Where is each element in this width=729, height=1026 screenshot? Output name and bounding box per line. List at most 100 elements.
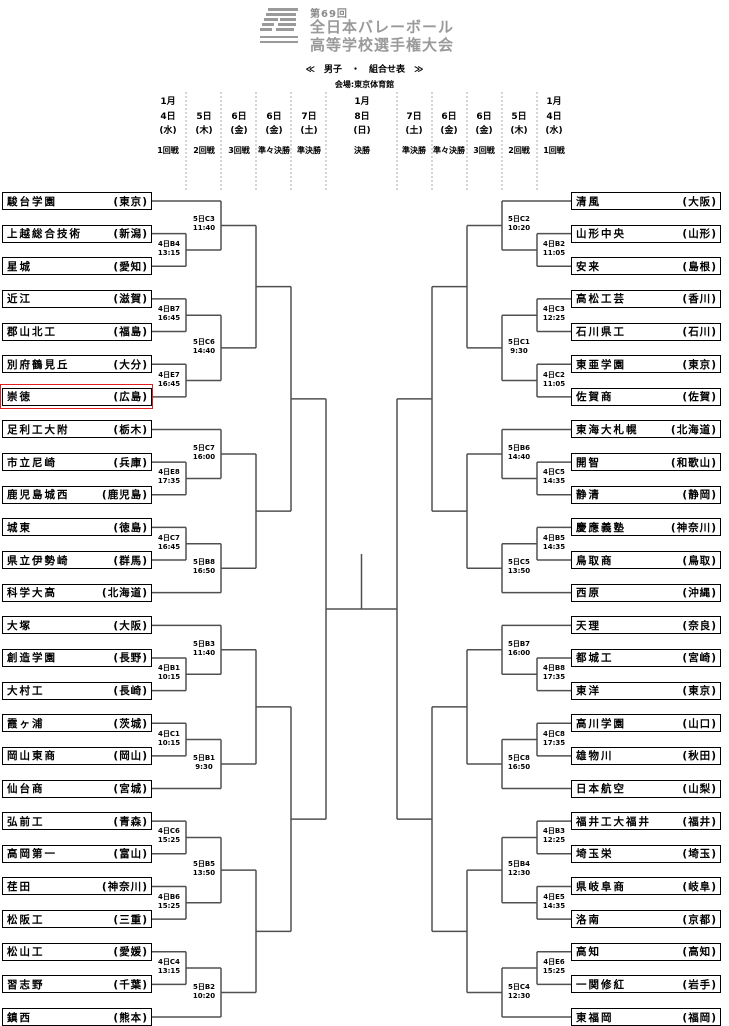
match-time: 10:15 (157, 738, 181, 747)
match-code: 4日C2 (543, 370, 565, 379)
team-entry: 東洋(東京) (571, 681, 721, 700)
match-time: 10:20 (192, 991, 216, 1000)
team-entry: 郡山北工(福島) (2, 322, 152, 341)
team-prefecture-wrap: (群馬) (113, 553, 148, 568)
team-name: 静清 (576, 489, 601, 502)
paren: ( (113, 750, 120, 763)
paren: ( (682, 815, 689, 828)
team-prefecture: 宮崎 (688, 652, 712, 665)
team-prefecture-wrap: (長崎) (113, 683, 148, 698)
match-code: 4日C5 (543, 468, 565, 477)
team-name: 郡山北工 (7, 326, 57, 339)
team-prefecture: 千葉 (119, 978, 143, 991)
paren: ( (682, 880, 689, 893)
match-time: 10:15 (157, 673, 181, 682)
team-prefecture-wrap: (石川) (682, 324, 717, 339)
team-entry: 松山工(愛媛) (2, 942, 152, 961)
team-prefecture: 大阪 (119, 619, 143, 632)
paren: ( (113, 423, 120, 436)
paren: ( (113, 978, 120, 991)
paren: ( (682, 946, 689, 959)
column-header: 5日(木)2回戦 (187, 95, 222, 191)
paren: ) (142, 685, 148, 698)
header-day: 6日 (441, 111, 457, 122)
team-prefecture-wrap: (宮崎) (682, 650, 717, 665)
team-name: 弘前工 (7, 815, 45, 828)
paren: ( (682, 652, 689, 665)
match-time: 16:00 (192, 452, 216, 461)
team-entry: 霞ヶ浦(茨城) (2, 714, 152, 733)
match-time: 11:05 (542, 248, 566, 257)
paren: ) (711, 717, 717, 730)
team-prefecture: 新潟 (119, 228, 143, 241)
header-round: 1回戦 (157, 145, 179, 155)
paren: ) (711, 554, 717, 567)
team-prefecture-wrap: (佐賀) (682, 389, 717, 404)
team-prefecture-wrap: (徳島) (113, 520, 148, 535)
team-prefecture: 兵庫 (119, 456, 143, 469)
team-entry: 東福岡(福岡) (571, 1008, 721, 1026)
match-code: 4日C3 (543, 305, 565, 314)
team-prefecture-wrap: (愛知) (113, 259, 148, 274)
team-prefecture: 群馬 (119, 554, 143, 567)
header-round: 準決勝 (297, 145, 321, 155)
match-time: 16:50 (192, 567, 216, 576)
header-weekday: (金) (475, 126, 493, 136)
team-name: 荏田 (7, 880, 32, 893)
team-prefecture-wrap: (山口) (682, 716, 717, 731)
header-round: 準々決勝 (258, 145, 290, 155)
paren: ( (101, 587, 108, 600)
team-prefecture: 長崎 (119, 685, 143, 698)
match-code: 4日C1 (158, 729, 180, 738)
team-name: 松阪工 (7, 913, 45, 926)
match-time: 15:25 (157, 901, 181, 910)
team-prefecture-wrap: (熊本) (113, 1010, 148, 1025)
team-entry: 洛南(京都) (571, 910, 721, 929)
paren: ) (711, 946, 717, 959)
team-prefecture: 青森 (119, 815, 143, 828)
header-month: 1月 (354, 97, 370, 107)
paren: ( (113, 391, 120, 404)
team-name: 安来 (576, 260, 601, 273)
team-prefecture: 鳥取 (688, 554, 712, 567)
team-name: 天理 (576, 619, 601, 632)
team-prefecture: 長野 (119, 652, 143, 665)
match-time: 11:40 (192, 224, 216, 233)
paren: ( (682, 619, 689, 632)
match-code: 4日B2 (542, 239, 566, 248)
match-time: 14:35 (542, 477, 566, 486)
team-prefecture-wrap: (岩手) (682, 977, 717, 992)
team-entry: 城東(徳島) (2, 518, 152, 537)
match-time: 11:40 (192, 648, 216, 657)
paren: ) (142, 619, 148, 632)
header-weekday: (水) (545, 126, 563, 136)
team-name: 鳥取商 (576, 554, 614, 567)
paren: ) (711, 260, 717, 273)
match-time: 16:45 (157, 314, 181, 323)
team-prefecture-wrap: (福岡) (682, 1010, 717, 1025)
header-day: 4日 (546, 111, 562, 122)
team-name: 足利工大附 (7, 423, 70, 436)
match-time: 13:50 (192, 869, 216, 878)
team-prefecture: 静岡 (688, 489, 712, 502)
paren: ) (711, 1011, 717, 1024)
paren: ( (682, 750, 689, 763)
team-name: 開智 (576, 456, 601, 469)
team-entry: 天理(奈良) (571, 616, 721, 635)
match-time: 13:15 (157, 248, 181, 257)
team-prefecture: 岐阜 (688, 880, 712, 893)
